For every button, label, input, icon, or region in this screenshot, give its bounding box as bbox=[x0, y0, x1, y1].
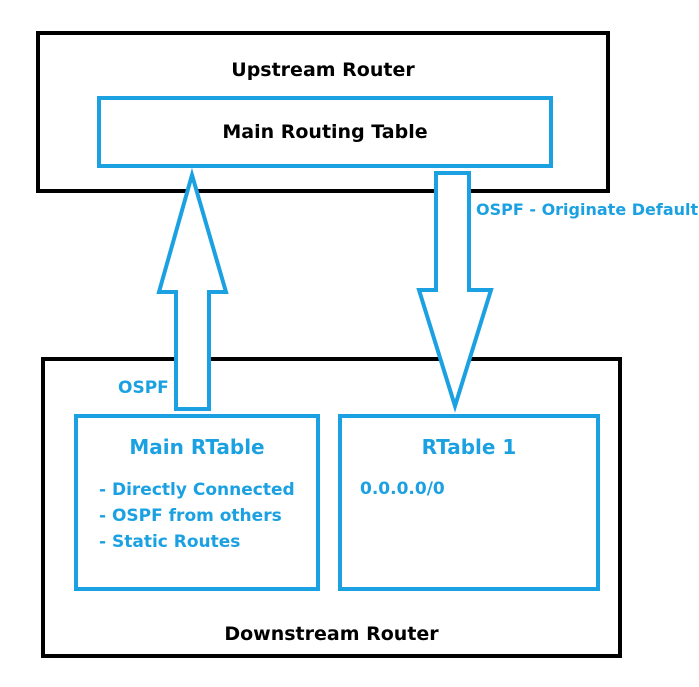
up-arrow bbox=[156, 167, 229, 411]
main-routing-table-box bbox=[97, 96, 553, 168]
main-rtable-item: - OSPF from others bbox=[99, 506, 282, 526]
ospf-originate-default-label: OSPF - Originate Default bbox=[476, 200, 699, 219]
downstream-router-title: Downstream Router bbox=[224, 623, 439, 645]
upstream-router-box bbox=[36, 31, 610, 193]
main-rtable-box bbox=[74, 414, 320, 591]
main-rtable-item: - Directly Connected bbox=[99, 480, 295, 500]
upstream-router-title: Upstream Router bbox=[231, 59, 415, 81]
rtable-1-box bbox=[338, 414, 600, 591]
rtable-1-title: RTable 1 bbox=[421, 435, 517, 459]
main-rtable-title: Main RTable bbox=[129, 435, 265, 459]
downstream-router-box bbox=[41, 357, 622, 658]
ospf-label: OSPF bbox=[118, 378, 169, 398]
main-routing-table-label: Main Routing Table bbox=[222, 121, 428, 143]
down-arrow bbox=[416, 171, 494, 413]
rtable-1-route: 0.0.0.0/0 bbox=[360, 479, 445, 499]
main-rtable-item: - Static Routes bbox=[99, 532, 241, 552]
